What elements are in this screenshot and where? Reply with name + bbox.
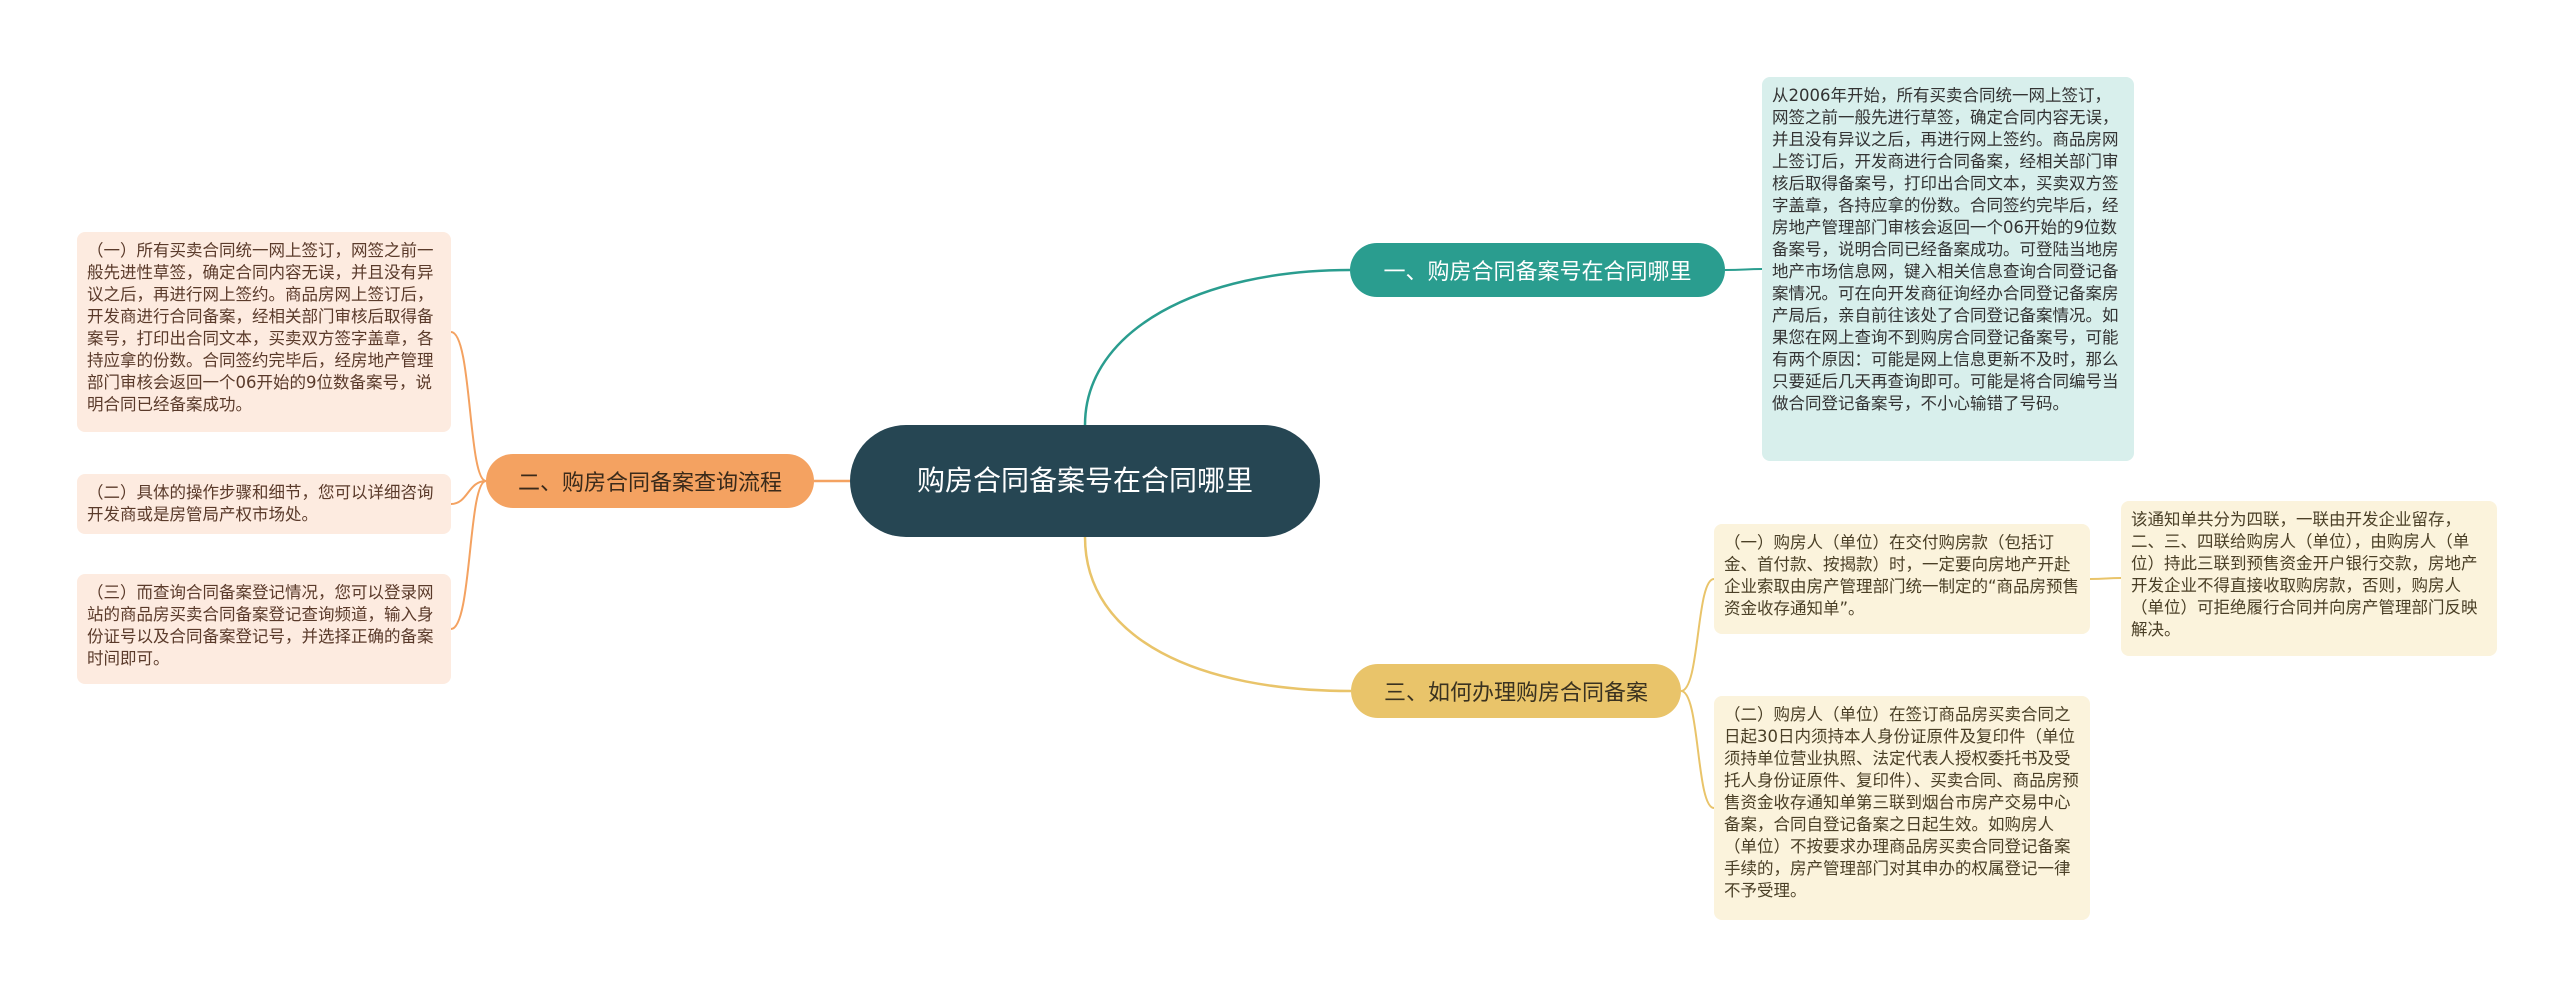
note-query-step-2: （二）具体的操作步骤和细节，您可以详细咨询开发商或是房管局产权市场处。	[77, 474, 451, 534]
link-center-branch1	[1083, 268, 1351, 426]
note-query-step-3: （三）而查询合同备案登记情况，您可以登录网站的商品房买卖合同备案登记查询频道，输…	[77, 574, 451, 684]
note-register-step-1-detail: 该通知单共分为四联，一联由开发企业留存，二、三、四联给购房人（单位），由购房人（…	[2121, 501, 2497, 656]
link-note1-subnote	[2089, 577, 2122, 580]
link-branch2-note1	[450, 331, 487, 482]
link-center-branch3	[1083, 536, 1352, 693]
link-branch1-note	[1724, 268, 1763, 271]
branch-where-is-number[interactable]: 一、购房合同备案号在合同哪里	[1350, 243, 1725, 297]
note-register-step-1: （一）购房人（单位）在交付购房款（包括订金、首付款、按揭款）时，一定要向房地产开…	[1714, 524, 2090, 634]
link-branch3-note1	[1680, 578, 1715, 692]
branch-how-to-register[interactable]: 三、如何办理购房合同备案	[1351, 664, 1681, 718]
link-branch2-note2	[450, 480, 487, 505]
link-branch2-note3	[450, 480, 487, 630]
note-query-step-1: （一）所有买卖合同统一网上签订，网签之前一般先进性草签，确定合同内容无误，并且没…	[77, 232, 451, 432]
note-register-step-2: （二）购房人（单位）在签订商品房买卖合同之日起30日内须持本人身份证原件及复印件…	[1714, 696, 2090, 920]
center-topic[interactable]: 购房合同备案号在合同哪里	[850, 425, 1320, 537]
note-where-is-number: 从2006年开始，所有买卖合同统一网上签订，网签之前一般先进行草签，确定合同内容…	[1762, 77, 2134, 461]
branch-query-process[interactable]: 二、购房合同备案查询流程	[486, 454, 814, 508]
link-branch3-note2	[1680, 690, 1715, 809]
